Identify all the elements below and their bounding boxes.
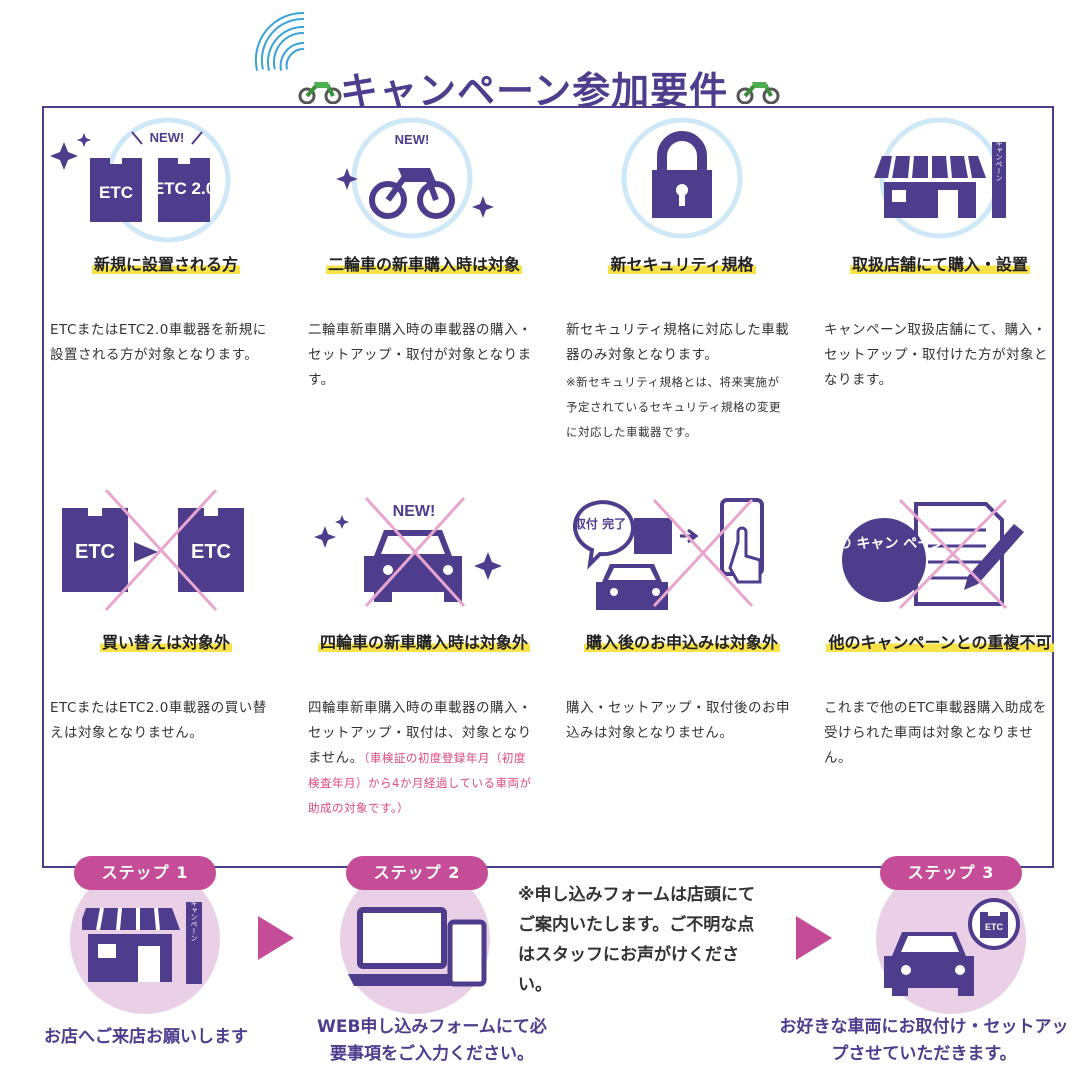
requirement-body: 四輪車新車購入時の車載器の購入・セットアップ・取付は、対象となりません。（車検証… — [308, 696, 532, 821]
etc-new-icon: ETC ETC 2.0 NEW! — [50, 117, 231, 243]
etc2-chip-label: ETC 2.0 — [153, 179, 215, 198]
step-note: ※申し込みフォームは店頭にてご案内いたします。ご不明な点はスタッフにお声がけくだ… — [518, 885, 756, 995]
requirement-body-text: 四輪車新車購入時の車載器の購入・セットアップ・取付は、対象となりません。 — [308, 700, 532, 766]
step-caption: お店へご来店お願いします — [44, 1027, 248, 1047]
completed-bubble: 取付 完了 — [574, 516, 626, 531]
title-area: キャンペーン参加要件 — [240, 8, 800, 113]
padlock-icon — [621, 117, 743, 239]
etc-chip-label: ETC — [191, 541, 231, 563]
requirement-body: これまで他のETC車載器購入助成を受けられた車両は対象となりません。 — [824, 700, 1047, 766]
security-note: ※新セキュリティ規格とは、将来実施が予定されているセキュリティ規格の変更に対応し… — [566, 375, 781, 439]
new-badge: NEW! — [393, 503, 436, 520]
requirement-heading: 二輪車の新車購入時は対象 — [325, 255, 522, 274]
requirement-body: キャンペーン取扱店舗にて、購入・セットアップ・取付けた方が対象となります。 — [824, 322, 1048, 388]
requirement-heading: 買い替えは対象外 — [99, 633, 232, 652]
requirement-heading: 購入後のお申込みは対象外 — [583, 633, 780, 652]
store-icon: ETCキャンペーン — [82, 902, 202, 984]
step-caption: お好きな車両にお取付け・セットアップさせていただきます。 — [779, 1017, 1069, 1064]
store-icon: ETCキャンペーン — [874, 117, 1006, 239]
other-campaign-bubble: 他の キャン ペーン — [822, 535, 944, 552]
requirement-body-text: 新セキュリティ規格に対応した車載器のみ対象となります。 — [566, 322, 790, 363]
requirement-heading: 新規に設置される方 — [91, 255, 240, 274]
car-new-crossed-icon: NEW! — [314, 496, 502, 608]
inspection-note: （車検証の初度登録年月（初度検査年月）から4か月経過している車両が助成の対象です… — [308, 751, 532, 815]
requirement-heading: 新セキュリティ規格 — [608, 255, 756, 274]
etc-chip-label: ETC — [75, 541, 115, 563]
motorcycle-icon — [736, 82, 780, 104]
new-badge: NEW! — [150, 130, 185, 145]
requirement-body: ETCまたはETC2.0車載器を新規に設置される方が対象となります。 — [50, 322, 267, 363]
new-badge: NEW! — [395, 132, 430, 147]
page-title: キャンペーン参加要件 — [340, 69, 729, 113]
store-banner: ETCキャンペーン — [995, 126, 1003, 181]
after-purchase-crossed-icon: 取付 完了 — [573, 498, 764, 610]
etc-chip-label: ETC — [99, 183, 133, 202]
requirements-frame — [42, 106, 1054, 868]
requirement-heading: 他のキャンペーンとの重複不可 — [826, 633, 1054, 652]
requirement-heading: 四輪車の新車購入時は対象外 — [317, 633, 530, 652]
other-campaign-crossed-icon: 他の キャン ペーン — [822, 498, 1024, 610]
requirement-body: 二輪車新車購入時の車載器の購入・セットアップ・取付が対象となります。 — [308, 322, 532, 388]
requirement-body: 購入・セットアップ・取付後のお申込みは対象となりません。 — [566, 700, 790, 741]
requirement-body: 新セキュリティ規格に対応した車載器のみ対象となります。 ※新セキュリティ規格とは… — [566, 318, 790, 445]
requirement-heading: 取扱店舗にて購入・設置 — [849, 255, 1030, 274]
signal-wave-icon — [254, 11, 305, 71]
store-banner: ETCキャンペーン — [190, 902, 198, 942]
step-caption: WEB申し込みフォームにて必要事項をご入力ください。 — [317, 1017, 547, 1064]
laptop-phone-icon — [348, 907, 487, 987]
etc-chip-label: ETC — [985, 922, 1004, 932]
motorcycle-new-icon: NEW! — [336, 117, 494, 239]
step-arrow-icon — [796, 916, 832, 960]
step-label: ステップ 2 — [346, 856, 488, 890]
etc-replace-crossed-icon: ETC ETC — [62, 490, 244, 612]
car-etc-icon: ETC — [884, 898, 1020, 996]
step-label: ステップ 3 — [880, 856, 1022, 890]
requirement-body: ETCまたはETC2.0車載器の買い替えは対象となりません。 — [50, 700, 267, 741]
motorcycle-icon — [298, 82, 342, 104]
step-arrow-icon — [258, 916, 294, 960]
step-label: ステップ 1 — [74, 856, 216, 890]
